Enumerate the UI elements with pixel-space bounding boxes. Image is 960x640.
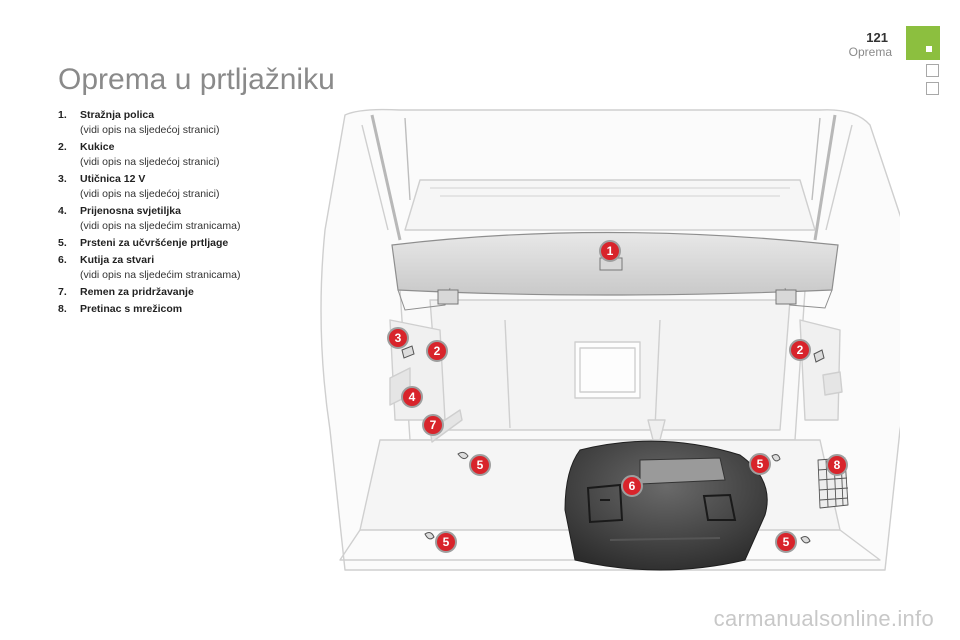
svg-text:6: 6 xyxy=(629,479,636,493)
legend-list: 1. Stražnja polica (vidi opis na sljedećoj… xyxy=(58,108,338,319)
section-label: Oprema xyxy=(848,45,892,59)
legend-item: 8. Pretinac s mrežicom xyxy=(58,302,338,317)
svg-text:8: 8 xyxy=(834,458,841,472)
page-title: Oprema u prtljažniku xyxy=(58,63,335,96)
svg-text:2: 2 xyxy=(797,343,804,357)
svg-text:2: 2 xyxy=(434,344,441,358)
ring-icon xyxy=(424,532,435,540)
ring-icon xyxy=(800,536,811,544)
tailgate-glass xyxy=(404,179,816,231)
tab-dot-icon xyxy=(926,46,932,52)
svg-text:5: 5 xyxy=(783,535,790,549)
tab-square-icon xyxy=(926,64,939,77)
legend-item: 4. Prijenosna svjetiljka (vidi opis na slj… xyxy=(58,204,338,234)
svg-text:5: 5 xyxy=(757,457,764,471)
legend-name: Prsteni za učvršćenje prtljage xyxy=(80,237,229,249)
legend-item: 7. Remen za pridržavanje xyxy=(58,285,338,300)
legend-name: Utičnica 12 V xyxy=(80,173,146,185)
legend-number: 8. xyxy=(58,303,67,315)
legend-number: 7. xyxy=(58,286,67,298)
legend-name: Kukice xyxy=(80,141,115,153)
svg-text:7: 7 xyxy=(430,418,437,432)
callout-6: 6 xyxy=(621,475,643,497)
legend-note: (vidi opis na sljedećim stranicama) xyxy=(80,220,241,232)
legend-item: 3. Utičnica 12 V (vidi opis na sljedećoj s… xyxy=(58,172,338,202)
legend-item: 5. Prsteni za učvršćenje prtljage xyxy=(58,236,338,251)
ring-icon xyxy=(457,451,469,460)
legend-note: (vidi opis na sljedećim stranicama) xyxy=(80,269,241,281)
callout-1: 1 xyxy=(599,240,621,262)
right-strut xyxy=(813,114,837,241)
page-number: 121 xyxy=(866,30,888,45)
legend-item: 2. Kukice (vidi opis na sljedećoj stranici… xyxy=(58,140,338,170)
legend-note: (vidi opis na sljedećoj stranici) xyxy=(80,124,220,136)
svg-text:1: 1 xyxy=(607,244,614,258)
svg-text:5: 5 xyxy=(443,535,450,549)
callout-7: 7 xyxy=(422,414,444,436)
callout-5: 5 xyxy=(435,531,457,553)
legend-name: Stražnja polica xyxy=(80,109,155,121)
trunk-illustration: 1 2 2 3 4 7 5 5 5 5 6 8 xyxy=(320,108,900,571)
legend-number: 6. xyxy=(58,254,67,266)
callout-4: 4 xyxy=(401,386,423,408)
callout-5: 5 xyxy=(469,454,491,476)
legend-name: Remen za pridržavanje xyxy=(80,286,194,298)
left-strut xyxy=(370,114,402,241)
tab-square-icon xyxy=(926,82,939,95)
legend-number: 3. xyxy=(58,173,67,185)
legend-number: 1. xyxy=(58,109,67,121)
callout-2-left: 2 xyxy=(426,340,448,362)
hook-icon xyxy=(401,345,415,359)
legend-name: Pretinac s mrežicom xyxy=(80,303,183,315)
legend-item: 1. Stražnja polica (vidi opis na sljedećoj… xyxy=(58,108,338,138)
legend-number: 5. xyxy=(58,237,67,249)
hook-icon xyxy=(813,349,825,363)
svg-text:3: 3 xyxy=(395,331,402,345)
svg-text:5: 5 xyxy=(477,458,484,472)
callout-5: 5 xyxy=(749,453,771,475)
chapter-tab xyxy=(906,26,940,60)
legend-number: 2. xyxy=(58,141,67,153)
svg-text:4: 4 xyxy=(409,390,416,404)
callout-5: 5 xyxy=(775,531,797,553)
ring-icon xyxy=(771,454,781,462)
callout-2-right: 2 xyxy=(789,339,811,361)
callout-8: 8 xyxy=(826,454,848,476)
legend-note: (vidi opis na sljedećoj stranici) xyxy=(80,188,220,200)
legend-number: 4. xyxy=(58,205,67,217)
callout-3: 3 xyxy=(387,327,409,349)
watermark: carmanualsonline.info xyxy=(713,606,934,631)
legend-name: Prijenosna svjetiljka xyxy=(80,205,181,217)
legend-name: Kutija za stvari xyxy=(80,254,155,266)
legend-note: (vidi opis na sljedećoj stranici) xyxy=(80,156,220,168)
legend-item: 6. Kutija za stvari (vidi opis na sljedeći… xyxy=(58,253,338,283)
